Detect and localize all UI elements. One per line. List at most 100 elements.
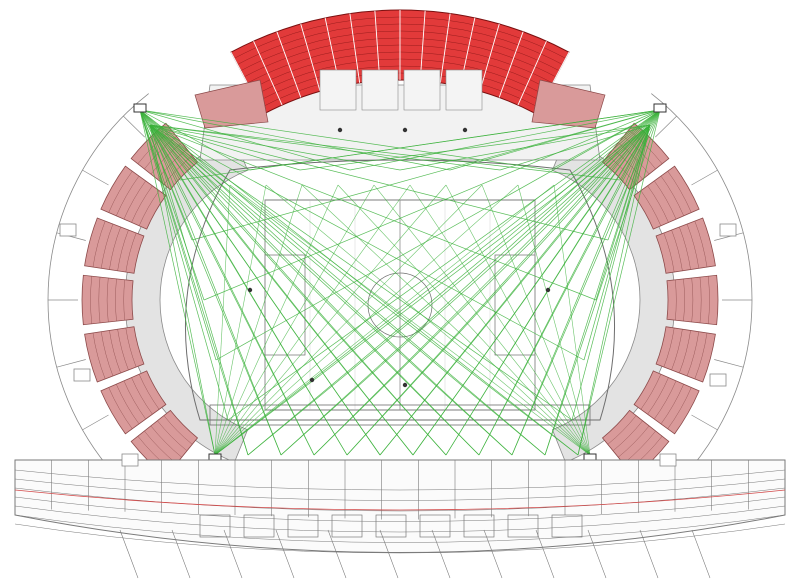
east-seat-row <box>686 331 700 377</box>
west-seat-row <box>116 384 140 425</box>
aiming-line <box>214 184 267 456</box>
aiming-line <box>583 124 651 361</box>
west-seat-row <box>100 223 114 269</box>
aiming-line <box>149 124 513 456</box>
aiming-line <box>139 109 216 456</box>
stair-line <box>223 529 243 579</box>
aiming-line <box>299 124 651 171</box>
east-seat-row <box>675 279 677 321</box>
column-post <box>402 127 408 133</box>
aiming-line <box>577 109 661 456</box>
west-seat-row <box>115 278 117 322</box>
upper-aisle <box>349 13 361 83</box>
west-seat-row <box>138 190 160 226</box>
east-seat-row <box>663 232 675 273</box>
stand-row-curve <box>14 514 786 543</box>
west-seat-row <box>131 377 153 415</box>
east-structure-rib <box>691 414 718 431</box>
stair-line <box>639 529 659 579</box>
aiming-line <box>139 109 513 456</box>
west-seat-row <box>123 380 146 420</box>
aiming-line <box>478 124 651 456</box>
north-stand-room <box>445 69 483 111</box>
stair-line <box>691 529 711 579</box>
aiming-line <box>247 124 651 456</box>
aiming-line <box>139 109 579 456</box>
east-seat-row <box>647 185 669 223</box>
aiming-line <box>481 184 591 456</box>
west-seating-block <box>81 274 134 326</box>
stair-line <box>587 529 607 579</box>
aiming-line <box>265 184 591 456</box>
west-seat-row <box>117 229 129 271</box>
west-seat-row <box>125 327 137 368</box>
west-structure-rib <box>82 169 109 186</box>
stair-core <box>121 453 139 467</box>
stand-row-curve <box>14 523 786 554</box>
east-seat-row <box>686 223 700 269</box>
east-seat-row <box>691 277 694 323</box>
stair-line <box>275 529 295 579</box>
floodlight-beams <box>133 103 667 463</box>
west-seat-row <box>106 277 109 323</box>
aiming-line <box>399 124 651 171</box>
west-seat-row <box>144 136 177 170</box>
stair-line <box>119 529 139 579</box>
west-seat-row <box>123 279 125 321</box>
aiming-line <box>571 124 651 421</box>
stand-room <box>287 514 319 538</box>
aiming-line <box>346 109 661 456</box>
aiming-line <box>247 109 661 456</box>
west-seat-row <box>92 332 106 380</box>
aiming-line <box>595 124 651 301</box>
east-roof-bank <box>653 103 667 113</box>
aiming-line <box>214 184 519 456</box>
aiming-line <box>139 109 249 456</box>
west-seat-row <box>100 331 114 377</box>
west-seat-row <box>137 129 172 164</box>
west-structure-rib <box>56 359 86 368</box>
aiming-line <box>553 184 591 456</box>
upper-aisle <box>276 31 302 98</box>
aiming-line <box>139 109 193 241</box>
stand-row-curve <box>14 487 786 512</box>
aiming-line <box>139 109 546 456</box>
upper-aisle <box>479 23 500 92</box>
west-seat-row <box>116 175 140 216</box>
upper-aisle <box>498 31 524 98</box>
stair-line <box>379 529 399 579</box>
aiming-line <box>214 184 375 456</box>
aiming-line <box>301 184 591 456</box>
west-seat-row <box>157 149 188 180</box>
aiming-line <box>214 184 483 456</box>
east-seat-row <box>671 329 683 371</box>
east-seating-block <box>633 165 700 230</box>
stair-core <box>709 373 727 387</box>
aiming-line <box>139 109 217 361</box>
aiming-line <box>139 109 205 301</box>
east-structure-rib <box>655 115 677 138</box>
west-seating-block <box>84 217 145 274</box>
aiming-line <box>544 124 651 456</box>
aiming-line <box>337 184 591 456</box>
stair-core <box>59 223 77 237</box>
stand-room <box>375 514 407 538</box>
west-structure-rib <box>82 414 109 431</box>
aiming-line <box>577 124 651 456</box>
west-seat-row <box>109 226 121 270</box>
aiming-line <box>149 124 249 456</box>
aiming-line <box>214 124 651 456</box>
east-structure-rib <box>714 359 744 368</box>
aiming-line <box>349 109 661 171</box>
east-seat-row <box>699 277 702 323</box>
column-post <box>309 377 315 383</box>
aiming-line <box>214 184 303 456</box>
west-seat-row <box>109 330 121 374</box>
east-seat-row <box>654 180 677 220</box>
aiming-line <box>149 124 216 456</box>
aiming-line <box>139 109 315 456</box>
aiming-line <box>373 184 591 456</box>
west-seating-block <box>100 370 167 435</box>
west-seat-row <box>163 415 193 445</box>
east-seat-row <box>660 175 684 216</box>
